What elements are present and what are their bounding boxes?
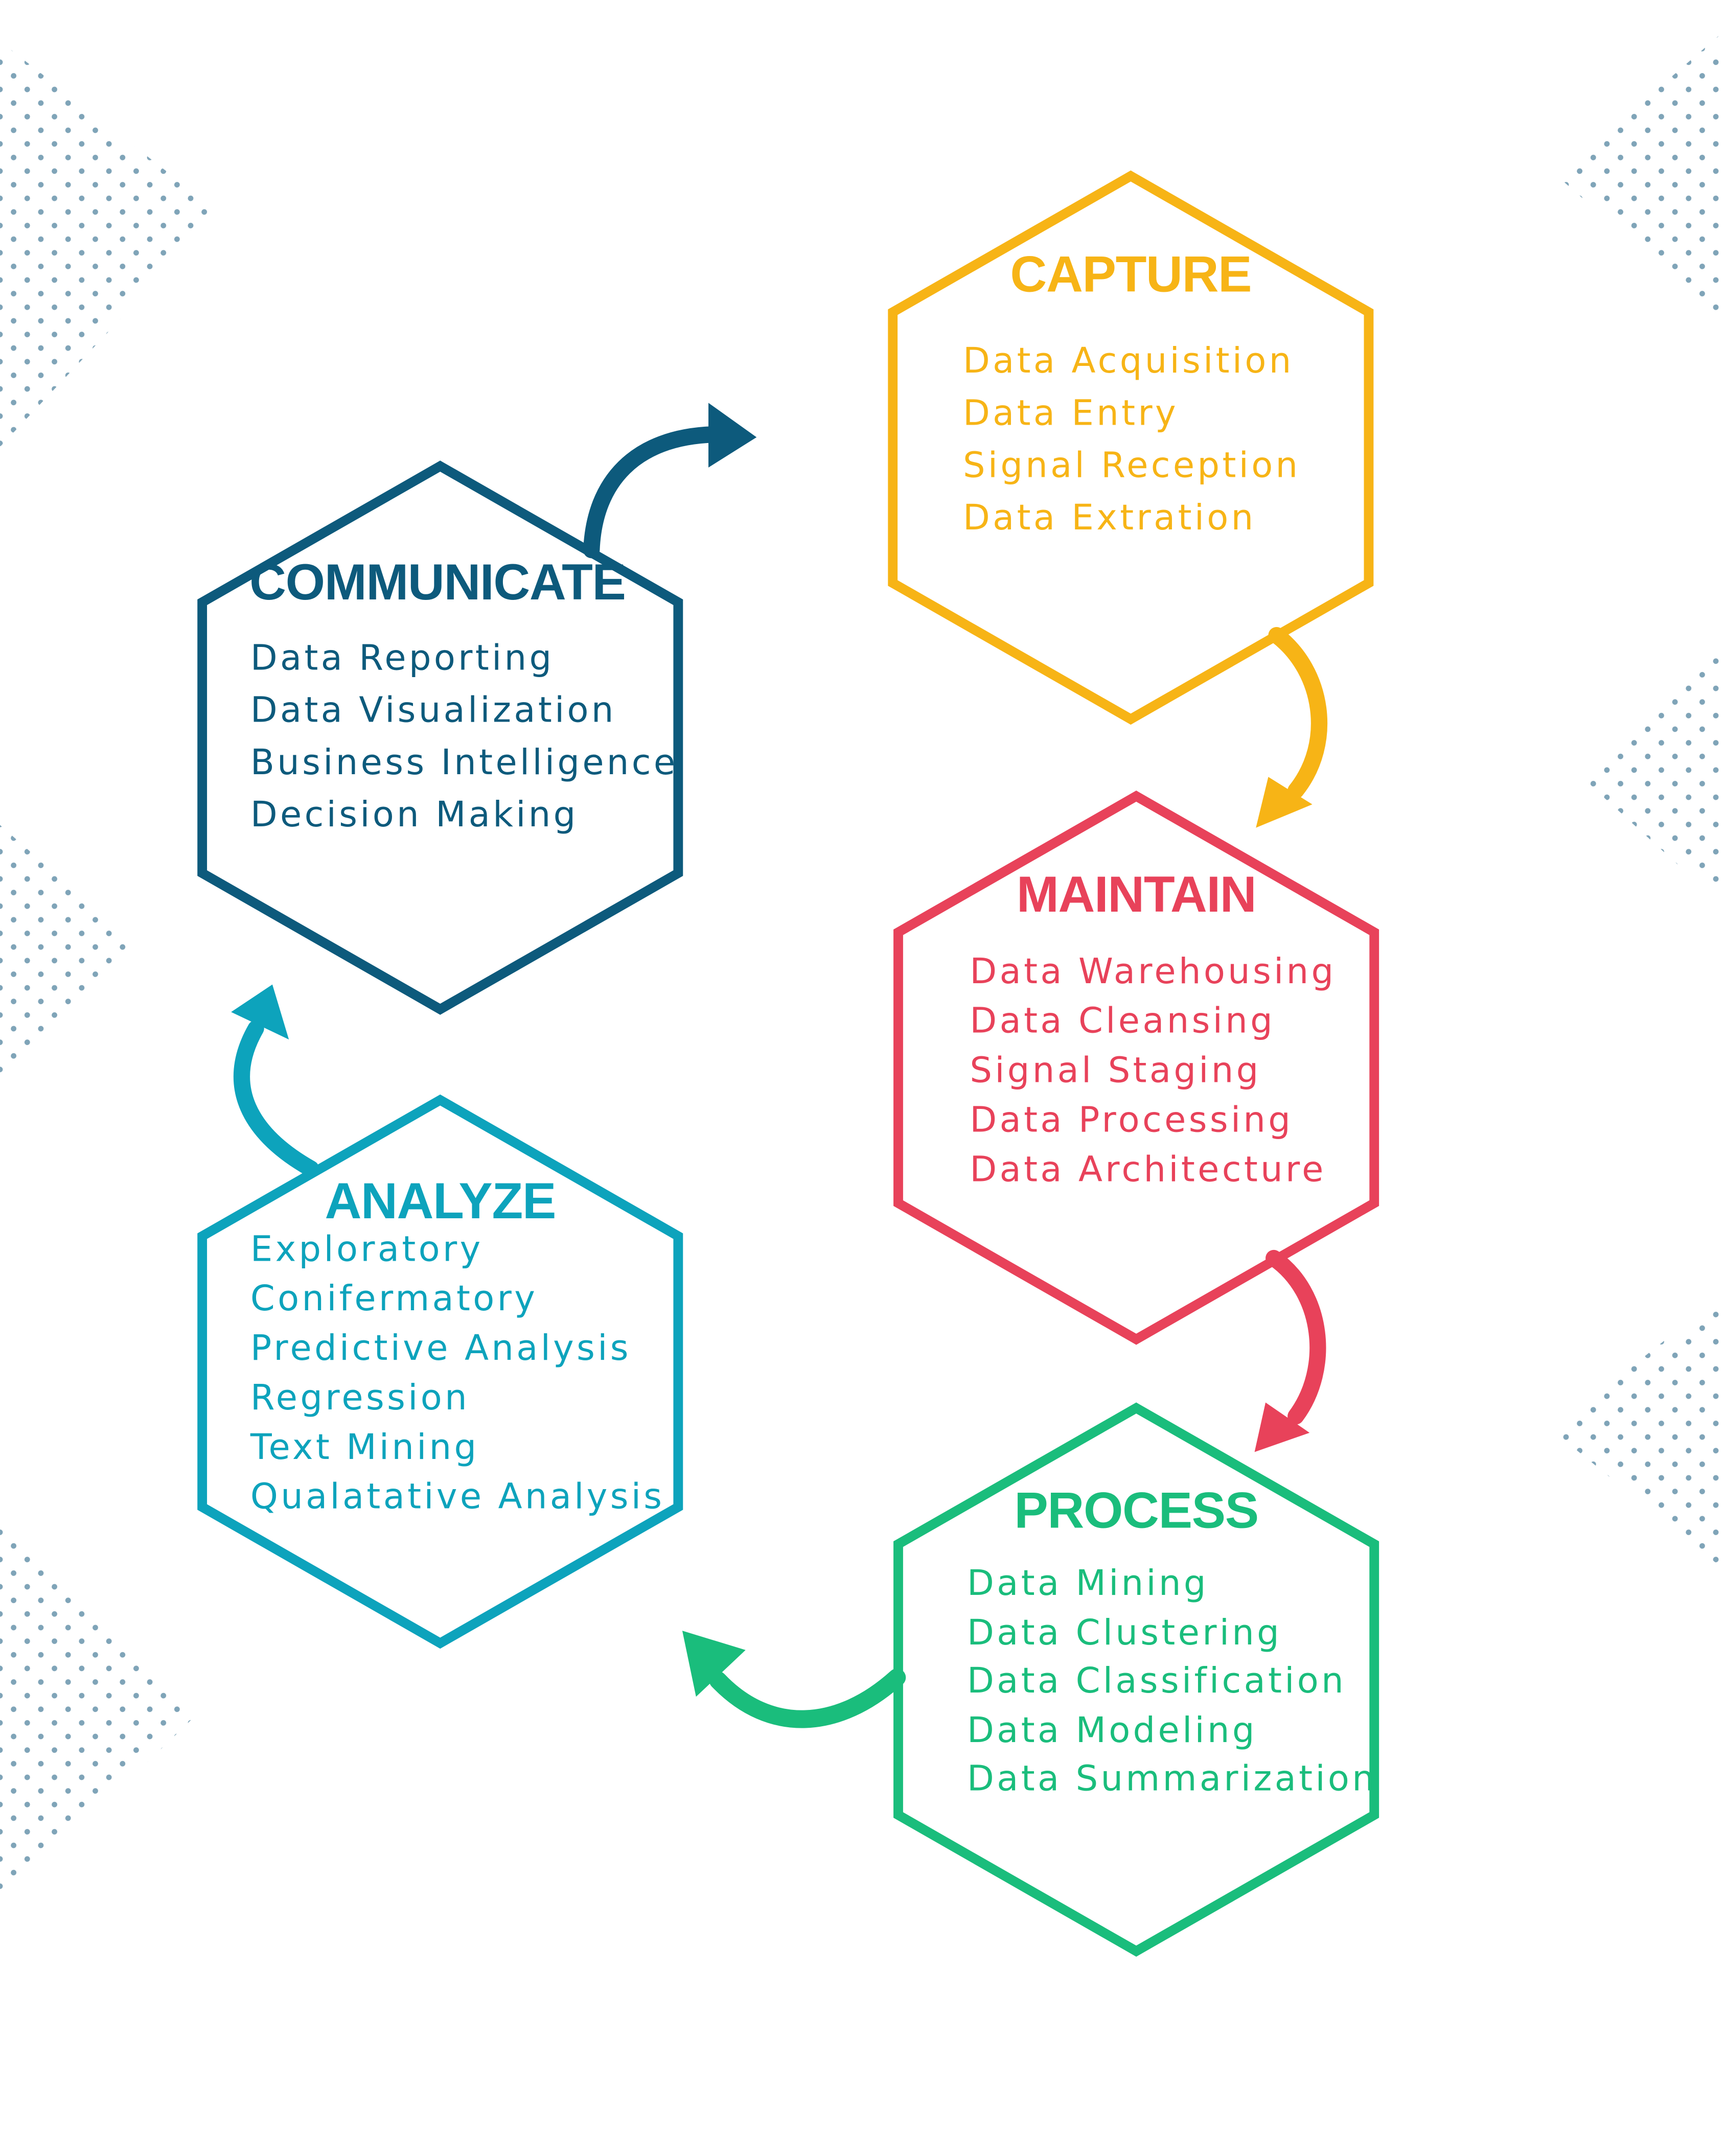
list-item: Data Mining [967, 1563, 1209, 1604]
stage-communicate: COMMUNICATE Data Reporting Data Visualiz… [197, 460, 683, 1015]
stage-process: PROCESS Data Mining Data Clustering Data… [893, 1402, 1379, 1957]
list-item: Regression [250, 1377, 470, 1418]
arrow-process-to-analyze [682, 1631, 906, 1728]
arrow-shaft [233, 1020, 319, 1177]
stage-capture: CAPTURE Data Acquisition Data Entry Sign… [888, 170, 1374, 725]
list-item: Data Processing [970, 1099, 1293, 1140]
list-item: Data Cleansing [970, 1001, 1275, 1041]
dot-pattern-bottom-right [1551, 1292, 1725, 1570]
arrow-head-icon [231, 984, 289, 1040]
list-item: Business Intelligence [250, 742, 678, 783]
list-item: Signal Reception [963, 445, 1300, 486]
list-item: Data Acquisition [963, 340, 1294, 381]
stage-analyze: ANALYZE Exploratory Conifermatory Predic… [197, 1094, 683, 1649]
list-item: Data Classification [967, 1660, 1346, 1701]
stage-title-analyze: ANALYZE [325, 1173, 556, 1230]
stage-title-capture: CAPTURE [1010, 246, 1251, 303]
list-item: Data Extration [963, 497, 1256, 538]
list-item: Signal Staging [970, 1050, 1261, 1091]
hexagon-analyze [197, 1094, 683, 1649]
arrow-head-icon [1256, 777, 1313, 828]
list-item: Data Modeling [967, 1710, 1257, 1751]
dot-pattern-bottom-left [0, 1519, 200, 1905]
list-item: Decision Making [250, 794, 579, 835]
arrow-shaft [1266, 1249, 1326, 1425]
stage-maintain: MAINTAIN Data Warehousing Data Cleansing… [893, 791, 1379, 1345]
arrow-head-icon [682, 1631, 746, 1697]
arrow-shaft [1268, 627, 1328, 799]
hexagon-maintain [893, 791, 1379, 1345]
list-item: Text Mining [250, 1427, 479, 1468]
list-item: Data Warehousing [970, 951, 1336, 992]
dot-pattern-top-left [0, 41, 220, 447]
list-item: Data Entry [963, 392, 1179, 433]
arrow-analyze-to-communicate [231, 984, 319, 1177]
arrow-maintain-to-process [1254, 1249, 1326, 1452]
arrow-communicate-to-capture [583, 403, 757, 559]
list-item: Exploratory [250, 1228, 484, 1269]
list-item: Data Architecture [970, 1149, 1326, 1190]
list-item: Conifermatory [250, 1278, 538, 1319]
dot-pattern-top-right [1557, 30, 1725, 323]
arrow-shaft [583, 426, 721, 559]
arrow-shaft [709, 1668, 906, 1728]
arrow-head-icon [1254, 1402, 1310, 1452]
list-item: Data Visualization [250, 690, 616, 731]
background-decorations [0, 30, 1725, 1905]
arrow-capture-to-maintain [1256, 627, 1328, 828]
stage-title-process: PROCESS [1014, 1482, 1258, 1539]
hexagon-capture [888, 170, 1374, 725]
list-item: Data Clustering [967, 1612, 1282, 1653]
dot-pattern-mid-right [1589, 646, 1725, 908]
dot-pattern-mid-left [0, 825, 138, 1080]
stage-title-maintain: MAINTAIN [1017, 866, 1256, 923]
hexagon-process [893, 1402, 1379, 1957]
arrow-head-icon [708, 403, 757, 468]
list-item: Data Reporting [250, 637, 555, 678]
list-item: Qualatative Analysis [250, 1476, 665, 1517]
list-item: Data Summarization [967, 1758, 1377, 1799]
hexagon-communicate [197, 460, 683, 1015]
stage-title-communicate: COMMUNICATE [249, 554, 626, 611]
list-item: Predictive Analysis [250, 1328, 631, 1369]
